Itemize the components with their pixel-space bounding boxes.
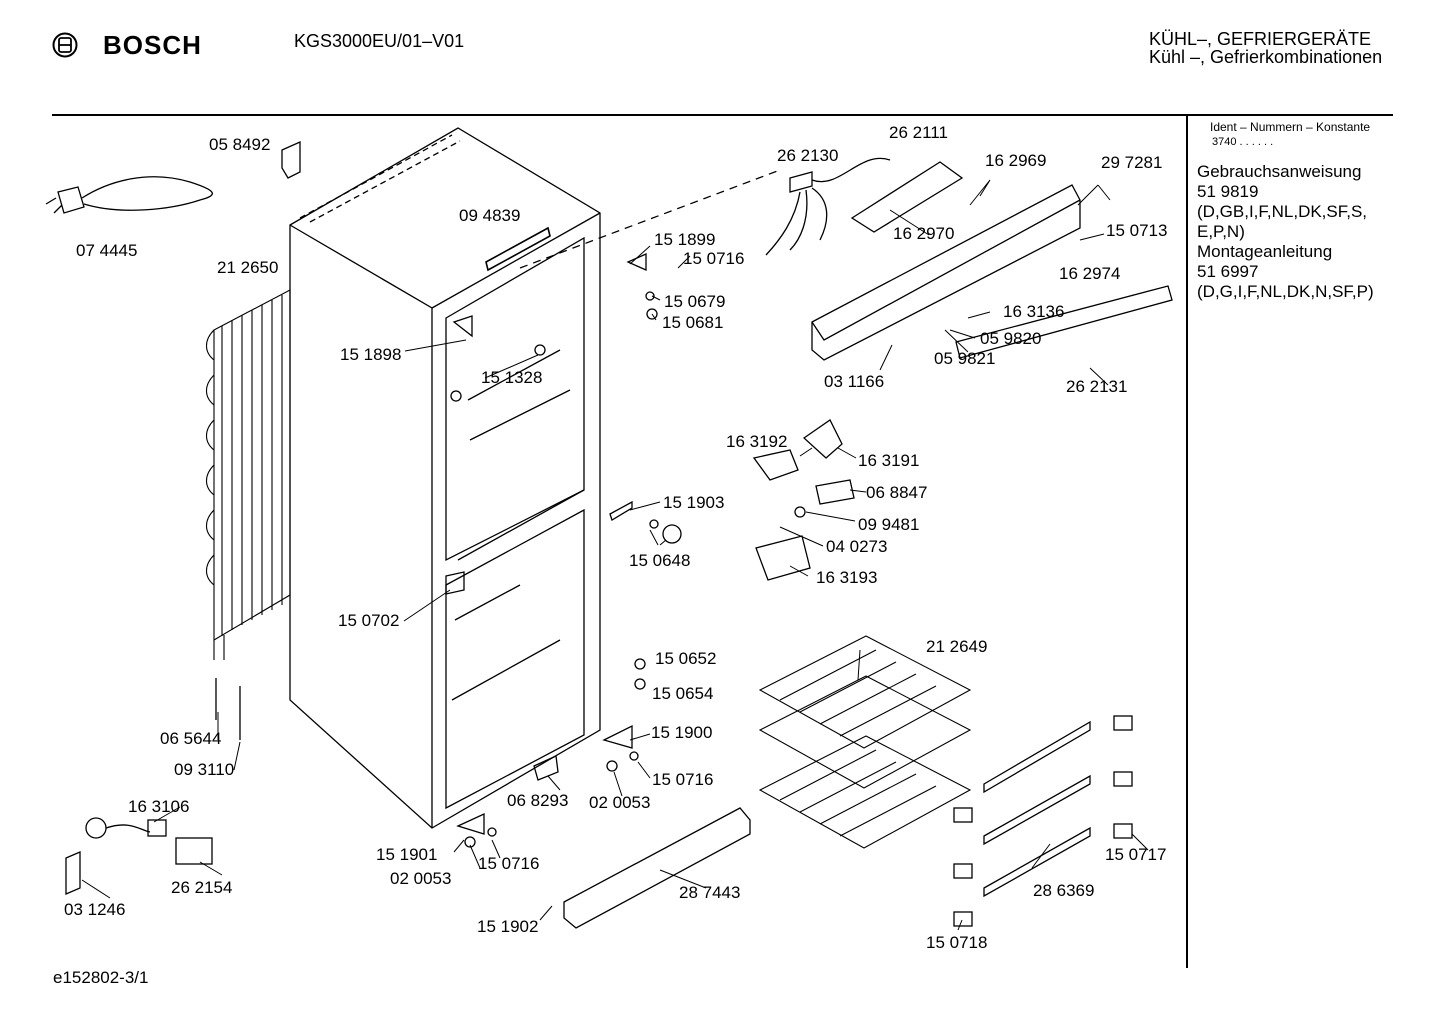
part-label: 28 7443: [679, 883, 741, 902]
part-label: 06 8293: [507, 791, 569, 810]
part-label: 15 0652: [655, 649, 717, 668]
part-label: 15 0702: [338, 611, 400, 630]
part-label: 15 1902: [477, 917, 539, 936]
part-label: 09 9481: [858, 515, 920, 534]
thermostat-icon: [65, 678, 241, 895]
part-label: 26 2154: [171, 878, 233, 897]
part-label: 15 1898: [340, 345, 402, 364]
part-label: 16 3191: [858, 451, 920, 470]
control-panel-icon: [811, 184, 1173, 361]
wiring-harness-icon: [765, 157, 964, 256]
part-label: 15 0654: [652, 684, 714, 703]
part-label: 21 2650: [217, 258, 279, 277]
part-label: 26 2131: [1066, 377, 1128, 396]
part-label: 16 2969: [985, 151, 1047, 170]
sidebar-divider: [1186, 116, 1188, 968]
part-label: 15 1900: [651, 723, 713, 742]
part-label: 15 0681: [662, 313, 724, 332]
part-label: 06 8847: [866, 483, 928, 502]
wire-shelves-icon: [758, 635, 972, 849]
sidebar-line: E,P,N): [1197, 222, 1245, 241]
part-label: 15 1901: [376, 845, 438, 864]
power-cord-icon: [45, 176, 213, 214]
part-label: 05 9820: [980, 329, 1042, 348]
part-label: 29 7281: [1101, 153, 1163, 172]
part-label: 15 0716: [683, 249, 745, 268]
part-label: 15 0717: [1105, 845, 1167, 864]
part-label: 15 0679: [664, 292, 726, 311]
part-label: 21 2649: [926, 637, 988, 656]
part-label: 16 3106: [128, 797, 190, 816]
part-label: 02 0053: [390, 869, 452, 888]
part-label: 15 0716: [652, 770, 714, 789]
drawing-code: e152802-3/1: [53, 968, 149, 987]
part-label: 09 3110: [174, 760, 235, 779]
condenser-coil-icon: [205, 289, 291, 660]
part-label: 02 0053: [589, 793, 651, 812]
model-number: KGS3000EU/01–V01: [294, 31, 465, 51]
part-label: 04 0273: [826, 537, 888, 556]
bosch-logo-icon: [52, 32, 78, 63]
part-label: 16 3193: [816, 568, 878, 587]
ident-title: Ident – Nummern – Konstante: [1210, 120, 1371, 134]
sidebar-line: (D,GB,I,F,NL,DK,SF,S,: [1197, 202, 1368, 221]
ident-value: 3740 . . . . . .: [1212, 136, 1274, 148]
part-label: 16 3136: [1003, 302, 1065, 321]
part-label: 26 2111: [889, 123, 948, 142]
part-label: 28 6369: [1033, 881, 1095, 900]
part-label: 09 4839: [459, 206, 521, 225]
sidebar-line: Gebrauchsanweisung: [1197, 162, 1362, 181]
sidebar-line: Montageanleitung: [1197, 242, 1333, 261]
category-subtitle: Kühl –, Gefrierkombinationen: [1149, 47, 1383, 67]
category-title: KÜHL–, GEFRIERGERÄTE: [1149, 29, 1372, 49]
leader-lines: [81, 179, 1149, 931]
part-label: 15 1903: [663, 493, 725, 512]
header-divider: [52, 114, 1393, 116]
sidebar-line: 51 6997: [1197, 262, 1259, 281]
part-label: 15 1899: [654, 230, 716, 249]
part-label: 15 0648: [629, 551, 691, 570]
part-label: 03 1166: [824, 372, 885, 391]
bracket-icon: [281, 140, 301, 179]
part-label: 15 0718: [926, 933, 988, 952]
sidebar-line: 51 9819: [1197, 182, 1259, 201]
part-label: 05 8492: [209, 135, 271, 154]
shelf-rails-icon: [953, 715, 1133, 927]
kickplate-icon: [563, 807, 751, 929]
part-label: 16 3192: [726, 432, 788, 451]
part-label: 16 2970: [893, 224, 955, 243]
part-label: 26 2130: [777, 146, 839, 165]
part-label: 15 1328: [481, 368, 543, 387]
cabinet-icon: [289, 127, 601, 829]
fan-motor-icon: [752, 419, 855, 581]
brand-name: BOSCH: [103, 30, 202, 60]
part-label: 05 9821: [934, 349, 996, 368]
part-label: 07 4445: [76, 241, 138, 260]
part-label: 03 1246: [64, 900, 126, 919]
part-label: 16 2974: [1059, 264, 1121, 283]
part-label: 06 5644: [160, 729, 222, 748]
part-label: 15 0713: [1106, 221, 1168, 240]
part-label: 15 0716: [478, 854, 540, 873]
sidebar-line: (D,G,I,F,NL,DK,N,SF,P): [1197, 282, 1374, 301]
